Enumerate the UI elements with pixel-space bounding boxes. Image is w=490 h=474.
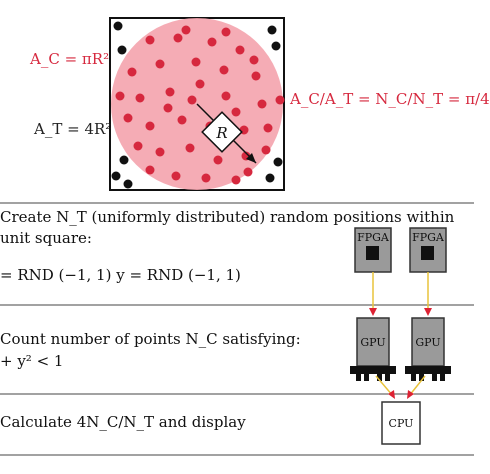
arrowhead-gpu-cpu-2 xyxy=(407,390,414,399)
point-outside xyxy=(117,45,127,55)
point-inside xyxy=(145,165,155,175)
point-inside xyxy=(115,91,125,101)
point-inside xyxy=(181,25,191,35)
radius-arrowhead xyxy=(246,153,256,163)
point-inside xyxy=(257,99,267,109)
step2-line2: + y² < 1 xyxy=(0,352,64,370)
step1-line2: unit square: xyxy=(0,229,92,247)
point-inside xyxy=(213,155,223,165)
square-area-label: A_T = 4R² xyxy=(34,120,112,138)
circle-area-label: A_C = πR² xyxy=(30,50,110,68)
point-inside xyxy=(221,27,231,37)
fpga-chip-2: FPGA xyxy=(409,227,447,273)
point-inside xyxy=(145,121,155,131)
point-inside xyxy=(127,67,137,77)
point-inside xyxy=(201,173,211,183)
point-inside xyxy=(133,141,143,151)
point-inside xyxy=(187,95,197,105)
radius-label: R xyxy=(215,124,227,142)
point-inside xyxy=(185,143,195,153)
point-inside xyxy=(263,123,273,133)
point-inside xyxy=(231,107,241,117)
point-inside xyxy=(221,91,231,101)
point-inside xyxy=(219,65,229,75)
arrowhead-fpga-gpu-1 xyxy=(369,308,377,316)
cpu-label: CPU xyxy=(389,417,414,430)
point-inside xyxy=(231,175,241,185)
point-inside xyxy=(155,59,165,69)
point-inside xyxy=(165,87,175,97)
point-outside xyxy=(123,179,133,189)
point-inside xyxy=(249,55,259,65)
fpga-label-1: FPGA xyxy=(357,231,390,244)
gpu-card-1: GPU xyxy=(350,317,396,381)
point-inside xyxy=(123,113,133,123)
point-inside xyxy=(155,147,165,157)
gpu-card-2: GPU xyxy=(405,317,451,381)
point-outside xyxy=(111,171,121,181)
point-outside xyxy=(265,173,275,183)
point-inside xyxy=(191,57,201,67)
point-inside xyxy=(171,171,181,181)
step1-line3: = RND (−1, 1) y = RND (−1, 1) xyxy=(0,266,241,284)
point-inside xyxy=(235,45,245,55)
point-inside xyxy=(243,167,253,177)
point-inside xyxy=(173,33,183,43)
point-inside xyxy=(163,103,173,113)
fpga-label-2: FPGA xyxy=(412,231,445,244)
gpu-label-2: GPU xyxy=(415,336,440,349)
cpu-box: CPU xyxy=(381,401,421,445)
point-inside xyxy=(177,115,187,125)
gpu-label-1: GPU xyxy=(360,336,385,349)
point-outside xyxy=(267,25,277,35)
step3-line1: Calculate 4N_C/N_T and display xyxy=(0,413,246,431)
radius-label-box xyxy=(201,111,243,153)
point-inside xyxy=(145,35,155,45)
step1-line1: Create N_T (uniformly distributed) rando… xyxy=(0,208,455,226)
point-outside xyxy=(119,155,129,165)
point-inside xyxy=(261,145,271,155)
point-inside xyxy=(207,37,217,47)
point-inside xyxy=(275,95,285,105)
monte-carlo-diagram: R FPGA FPGA GPU xyxy=(0,17,474,456)
point-outside xyxy=(271,41,281,51)
random-points xyxy=(111,21,285,189)
point-outside xyxy=(273,157,283,167)
step2-line1: Count number of points N_C satisfying: xyxy=(0,330,301,348)
ratio-label: A_C/A_T = N_C/N_T = π/4 xyxy=(290,90,490,108)
arrowhead-fpga-gpu-2 xyxy=(424,308,432,316)
point-outside xyxy=(113,21,123,31)
fpga-chip-1: FPGA xyxy=(354,227,392,273)
step-dividers xyxy=(0,202,474,456)
arrowhead-gpu-cpu-1 xyxy=(388,390,395,399)
unit-square-figure: R xyxy=(109,17,285,191)
point-inside xyxy=(251,71,261,81)
point-inside xyxy=(135,93,145,103)
point-inside xyxy=(195,79,205,89)
hardware-diagram: FPGA FPGA GPU GPU xyxy=(350,227,451,445)
